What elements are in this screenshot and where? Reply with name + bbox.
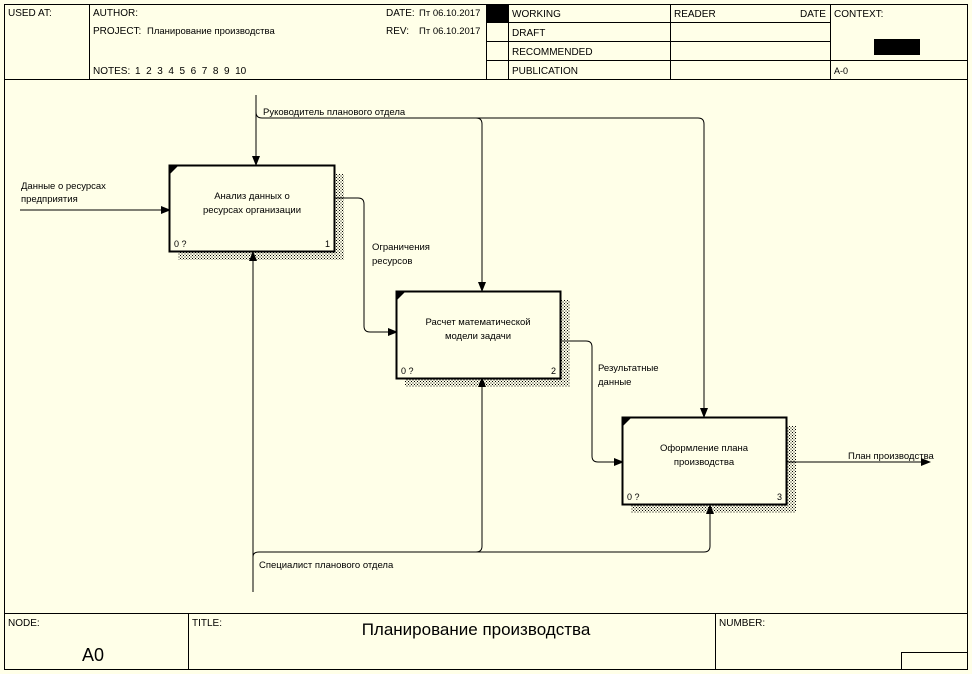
status-draft: DRAFT (512, 28, 545, 39)
project-value: Планирование производства (147, 26, 275, 37)
notes-label: NOTES: (93, 66, 130, 77)
box-cost: 0 ? (627, 492, 640, 502)
box-cost: 0 ? (174, 239, 187, 249)
output-label: План производства (848, 451, 935, 462)
mechanism-arrow-box3 (476, 504, 714, 553)
constraints-label-line1: Ограничения (372, 242, 430, 253)
rev-label: REV: (386, 26, 409, 37)
used-at-label: USED AT: (8, 8, 52, 19)
author-label: AUTHOR: (93, 8, 138, 19)
activity-box-2: Расчет математической модели задачи 0 ? … (395, 290, 570, 387)
box-number: 3 (777, 492, 782, 502)
node-label: NODE: (8, 618, 40, 629)
reader-date-label: DATE (800, 9, 826, 20)
status-recommended: RECOMMENDED (512, 47, 593, 58)
project-label: PROJECT: (93, 26, 141, 37)
box-body (621, 416, 788, 506)
box-label-line1: Анализ данных о (214, 191, 290, 202)
control-label: Руководитель планового отдела (263, 107, 406, 118)
control-arrow-box3 (476, 117, 708, 418)
rev-value: Пт 06.10.2017 (419, 26, 480, 37)
header (4, 4, 968, 80)
box-cost: 0 ? (401, 366, 414, 376)
activity-box-3: Оформление плана производства 0 ? 3 (621, 416, 796, 513)
box-label-line2: производства (674, 457, 735, 468)
box-corner-mark (623, 418, 631, 426)
diagram-title: Планирование производства (362, 620, 591, 639)
date-label: DATE: (386, 8, 415, 19)
reader-label: READER (674, 9, 716, 20)
box-label-line1: Оформление плана (660, 443, 749, 454)
status-publication: PUBLICATION (512, 66, 578, 77)
box-label-line1: Расчет математической (425, 317, 530, 328)
node-value: A0 (82, 645, 104, 665)
activity-box-1: Анализ данных о ресурсах организации 0 ?… (168, 164, 344, 260)
date-value: Пт 06.10.2017 (419, 8, 480, 19)
mechanism-label: Специалист планового отдела (259, 560, 394, 571)
results-label-line1: Результатные (598, 363, 659, 374)
constraints-arrow (334, 197, 398, 336)
box-number: 2 (551, 366, 556, 376)
input-label-line1: Данные о ресурсах (21, 181, 106, 192)
footer (4, 613, 968, 670)
title-label: TITLE: (192, 618, 222, 629)
box-body (395, 290, 562, 380)
working-status-marker (487, 5, 508, 22)
notes-value: 1 2 3 4 5 6 7 8 9 10 (135, 66, 247, 77)
context-node: A-0 (834, 66, 848, 76)
box-body (168, 164, 336, 253)
arrows (20, 95, 931, 592)
results-arrow (560, 340, 624, 466)
number-label: NUMBER: (719, 618, 765, 629)
results-label-line2: данные (598, 377, 631, 388)
box-corner-mark (397, 292, 405, 300)
status-working: WORKING (512, 9, 561, 20)
input-label-line2: предприятия (21, 194, 78, 205)
box-label-line2: модели задачи (445, 331, 511, 342)
context-node-marker (874, 39, 920, 55)
box-label-line2: ресурсах организации (203, 205, 301, 216)
context-label: CONTEXT: (834, 9, 883, 20)
constraints-label-line2: ресурсов (372, 256, 412, 267)
box-number: 1 (325, 239, 330, 249)
box-corner-mark (170, 166, 178, 174)
